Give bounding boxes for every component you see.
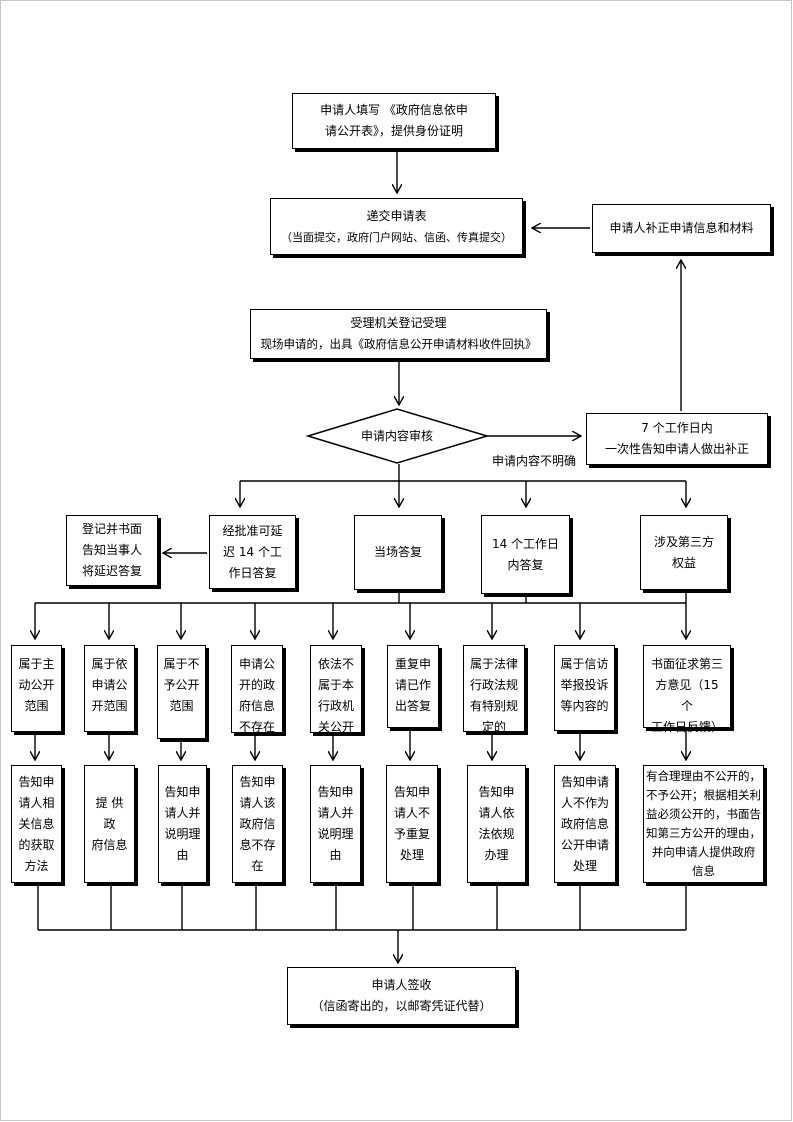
review-label: 申请内容审核	[360, 429, 433, 443]
category-box: 依法不 属于本 行政机 关公开	[310, 645, 362, 734]
record-notify-box: 登记并书面 告知当事人 将延迟答复	[66, 515, 158, 586]
notify7-box: 7 个工作日内 一次性告知申请人做出补正	[586, 413, 768, 465]
category-box: 属于主 动公开 范围	[11, 645, 62, 732]
category-box: 属于不 予公开 范围	[157, 645, 206, 739]
category-box: 书面征求第三 方意见（15 个 工作日反馈）	[643, 645, 731, 734]
notify7-line2: 一次性告知申请人做出补正	[604, 442, 749, 456]
submit-line2: （当面提交，政府门户网站、信函、传真提交）	[281, 230, 512, 244]
correct-line1: 申请人补正申请信息和材料	[609, 221, 754, 235]
correct-box: 申请人补正申请信息和材料	[592, 204, 771, 253]
result-box: 告知申 请人并 说明理 由	[310, 765, 361, 883]
result-box: 提 供 政 府信息	[84, 765, 135, 883]
review-diamond	[305, 408, 490, 464]
result-box: 告知申 请人依 法依规 办理	[467, 765, 526, 883]
within14-box: 14 个工作日 内答复	[481, 515, 570, 594]
category-box: 属于依 申请公 开范围	[84, 645, 135, 732]
fill-form-line2: 请公开表》，提供身份证明	[324, 124, 463, 138]
result-box: 有合理理由不公开的， 不予公开；根据相关利 益必须公开的，书面告 知第三方公开的…	[643, 765, 764, 883]
result-box: 告知申 请人该 政府信 息不存 在	[232, 765, 283, 883]
fill-form-box: 申请人填写 《政府信息依申 请公开表》，提供身份证明	[292, 93, 496, 149]
category-box: 申请公 开的政 府信息 不存在	[231, 645, 283, 734]
register-line2: 现场申请的，出具《政府信息公开申请材料收件回执》	[260, 337, 537, 351]
result-box: 告知申 请人相 关信息 的获取 方法	[11, 765, 62, 883]
category-box: 属于信访 举报投诉 等内容的	[554, 645, 615, 731]
onsite-box: 当场答复	[354, 515, 442, 590]
unclear-label: 申请内容不明确	[492, 454, 577, 468]
third-party-box: 涉及第三方 权益	[640, 515, 728, 590]
category-box: 属于法律 行政法规 有特别规 定的	[463, 645, 525, 734]
sign-box: 申请人签收 （信函寄出的，以邮寄凭证代替）	[287, 967, 516, 1025]
result-box: 告知申 请人不 予重复 处理	[386, 765, 438, 883]
result-box: 告知申 请人并 说明理 由	[158, 765, 207, 883]
submit-line1: 递交申请表	[366, 208, 427, 223]
fill-form-line1: 申请人填写 《政府信息依申	[320, 103, 468, 117]
result-box: 告知申请 人不作为 政府信息 公开申请 处理	[554, 765, 616, 883]
register-box: 受理机关登记受理 现场申请的，出具《政府信息公开申请材料收件回执》	[250, 309, 547, 359]
submit-box: 递交申请表 （当面提交，政府门户网站、信函、传真提交）	[270, 198, 523, 255]
notify7-line1: 7 个工作日内	[641, 421, 713, 435]
extend-box: 经批准可延 迟 14 个工 作日答复	[209, 515, 296, 589]
register-line1: 受理机关登记受理	[350, 316, 447, 330]
category-box: 重复申 请已作 出答复	[387, 645, 439, 728]
